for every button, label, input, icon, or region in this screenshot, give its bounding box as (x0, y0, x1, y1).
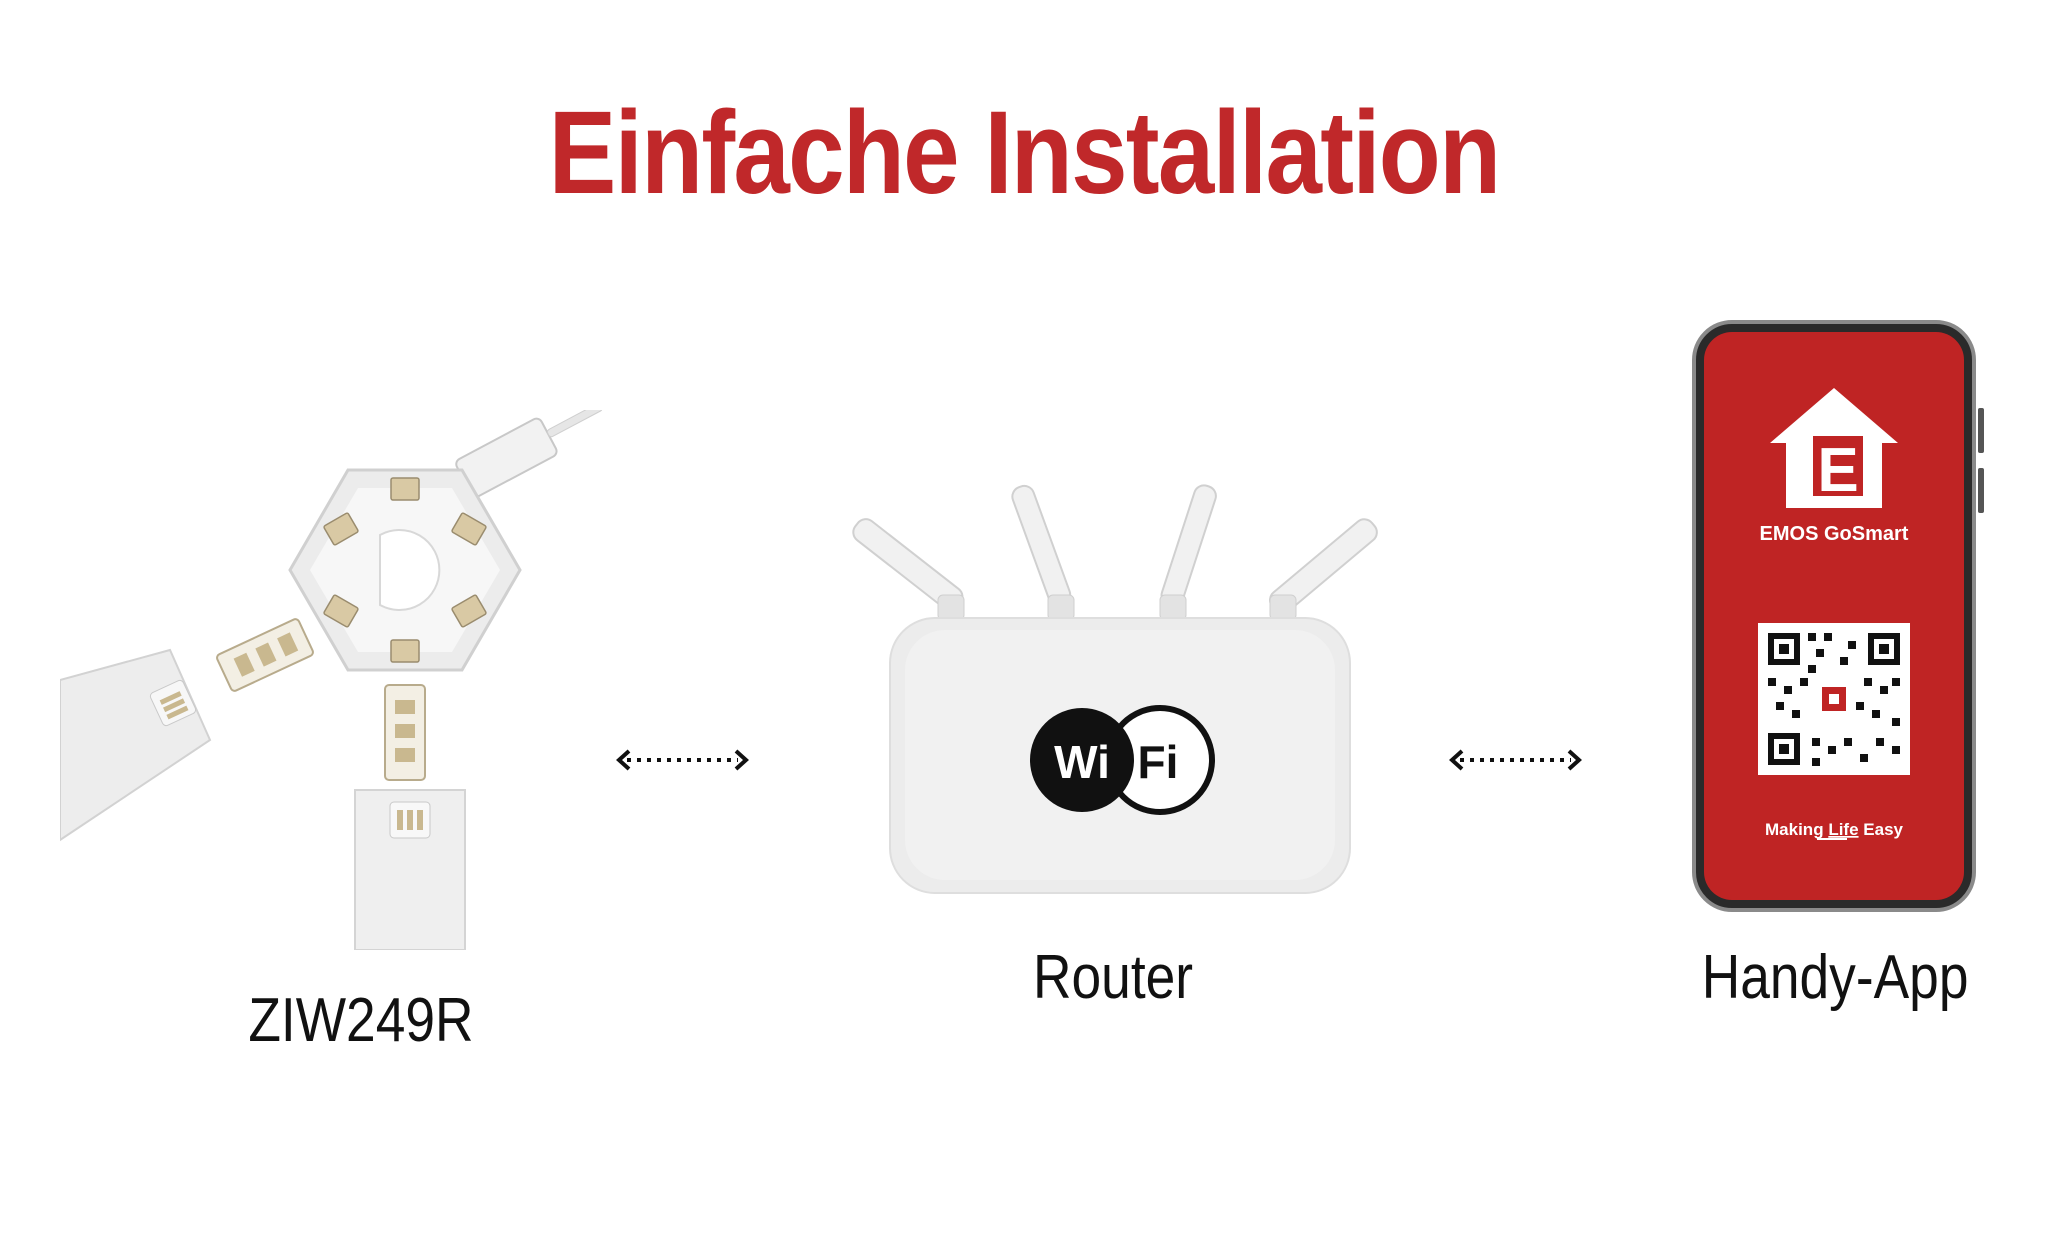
bidirectional-arrow-right (1448, 748, 1583, 772)
router-label: Router (1033, 943, 1194, 1012)
panel-connector-left (216, 618, 314, 692)
light-panels-illustration (60, 410, 660, 950)
qr-code-icon (1758, 623, 1910, 775)
panel-connector-bottom (384, 684, 426, 781)
svg-text:Wi: Wi (1054, 736, 1110, 788)
antenna-2 (1011, 484, 1072, 607)
light-panel-bottom (354, 789, 466, 950)
light-panel-left (60, 648, 212, 842)
app-tagline: Making Life Easy (1765, 820, 1904, 839)
hexagon-controller (288, 468, 522, 672)
app-label: Handy-App (1701, 943, 1969, 1012)
bidirectional-arrow-left (615, 748, 750, 772)
wifi-logo: Wi Fi (1030, 705, 1215, 815)
router-illustration: Wi Fi (830, 470, 1400, 910)
svg-text:Fi: Fi (1138, 736, 1179, 788)
smartphone-illustration: E EMOS GoSmart Making Life Easy (1688, 318, 1988, 918)
light-label: ZIW249R (248, 986, 474, 1055)
emos-house-logo-icon: E (1770, 388, 1898, 508)
antenna-3 (1160, 484, 1217, 607)
page-title: Einfache Installation (548, 87, 1501, 219)
svg-text:E: E (1817, 436, 1858, 505)
app-brand: EMOS GoSmart (1760, 523, 1909, 545)
